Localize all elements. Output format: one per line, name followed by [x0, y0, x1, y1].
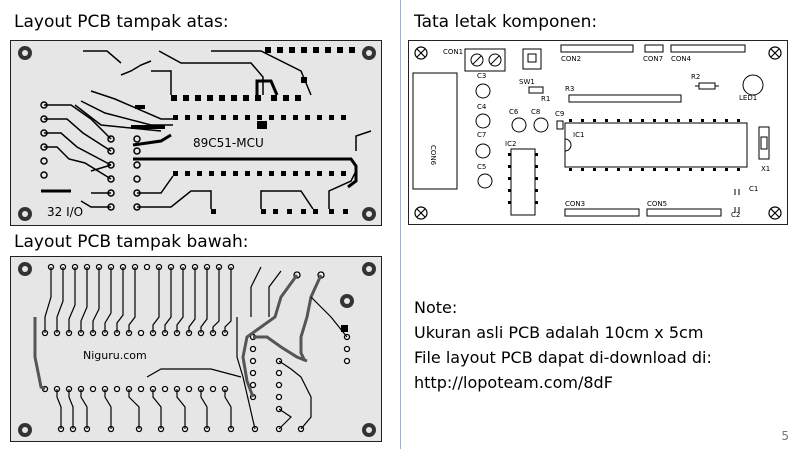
component-layout-title: Tata letak komponen: — [414, 12, 598, 32]
mounting-holes — [18, 46, 376, 221]
component-label-c8: C8 — [531, 108, 540, 116]
component-label-con5: CON5 — [647, 200, 667, 208]
component-label-c1: C1 — [749, 185, 758, 193]
component-label-con7: CON7 — [643, 55, 663, 63]
note-line-3: http://lopoteam.com/8dF — [414, 373, 613, 392]
component-label-c4: C4 — [477, 103, 487, 111]
mounting-holes — [18, 262, 376, 437]
note-line-1: Ukuran asli PCB adalah 10cm x 5cm — [414, 323, 704, 342]
top-layout-title: Layout PCB tampak atas: — [14, 12, 229, 32]
bottom-layout-title: Layout PCB tampak bawah: — [14, 232, 249, 252]
component-label-c9: C9 — [555, 110, 564, 118]
page-number: 5 — [781, 429, 789, 443]
bottom-pcb-board: Niguru.com — [10, 256, 382, 442]
component-label-con4: CON4 — [671, 55, 692, 63]
component-label-c2: C2 — [731, 211, 740, 219]
component-label-con6: CON6 — [429, 145, 437, 166]
component-label-ic1: IC1 — [573, 131, 584, 139]
component-label-con1: CON1 — [443, 48, 463, 56]
component-label-ic2: IC2 — [505, 140, 516, 148]
note-heading: Note: — [414, 298, 458, 317]
component-label-c6: C6 — [509, 108, 519, 116]
watermark-label: Niguru.com — [83, 349, 147, 362]
vertical-divider — [400, 0, 401, 449]
note-line-2: File layout PCB dapat di-download di: — [414, 348, 712, 367]
component-label-sw1: SW1 — [519, 78, 535, 86]
top-pcb-board: 89C51-MCU 32 I/O — [10, 40, 382, 226]
component-label-con2: CON2 — [561, 55, 581, 63]
component-label-r2: R2 — [691, 73, 700, 81]
component-label-c3: C3 — [477, 72, 486, 80]
component-label-r3: R3 — [565, 85, 574, 93]
component-label-x1: X1 — [761, 165, 770, 173]
component-label-con3: CON3 — [565, 200, 585, 208]
io-label: 32 I/O — [47, 205, 84, 219]
component-label-led1: LED1 — [739, 94, 757, 102]
top-pcb-traces — [18, 46, 376, 221]
component-label-c5: C5 — [477, 163, 486, 171]
bottom-pcb-traces — [18, 262, 376, 437]
mcu-label: 89C51-MCU — [193, 136, 264, 150]
component-label-c7: C7 — [477, 131, 486, 139]
component-label-r1: R1 — [541, 95, 550, 103]
